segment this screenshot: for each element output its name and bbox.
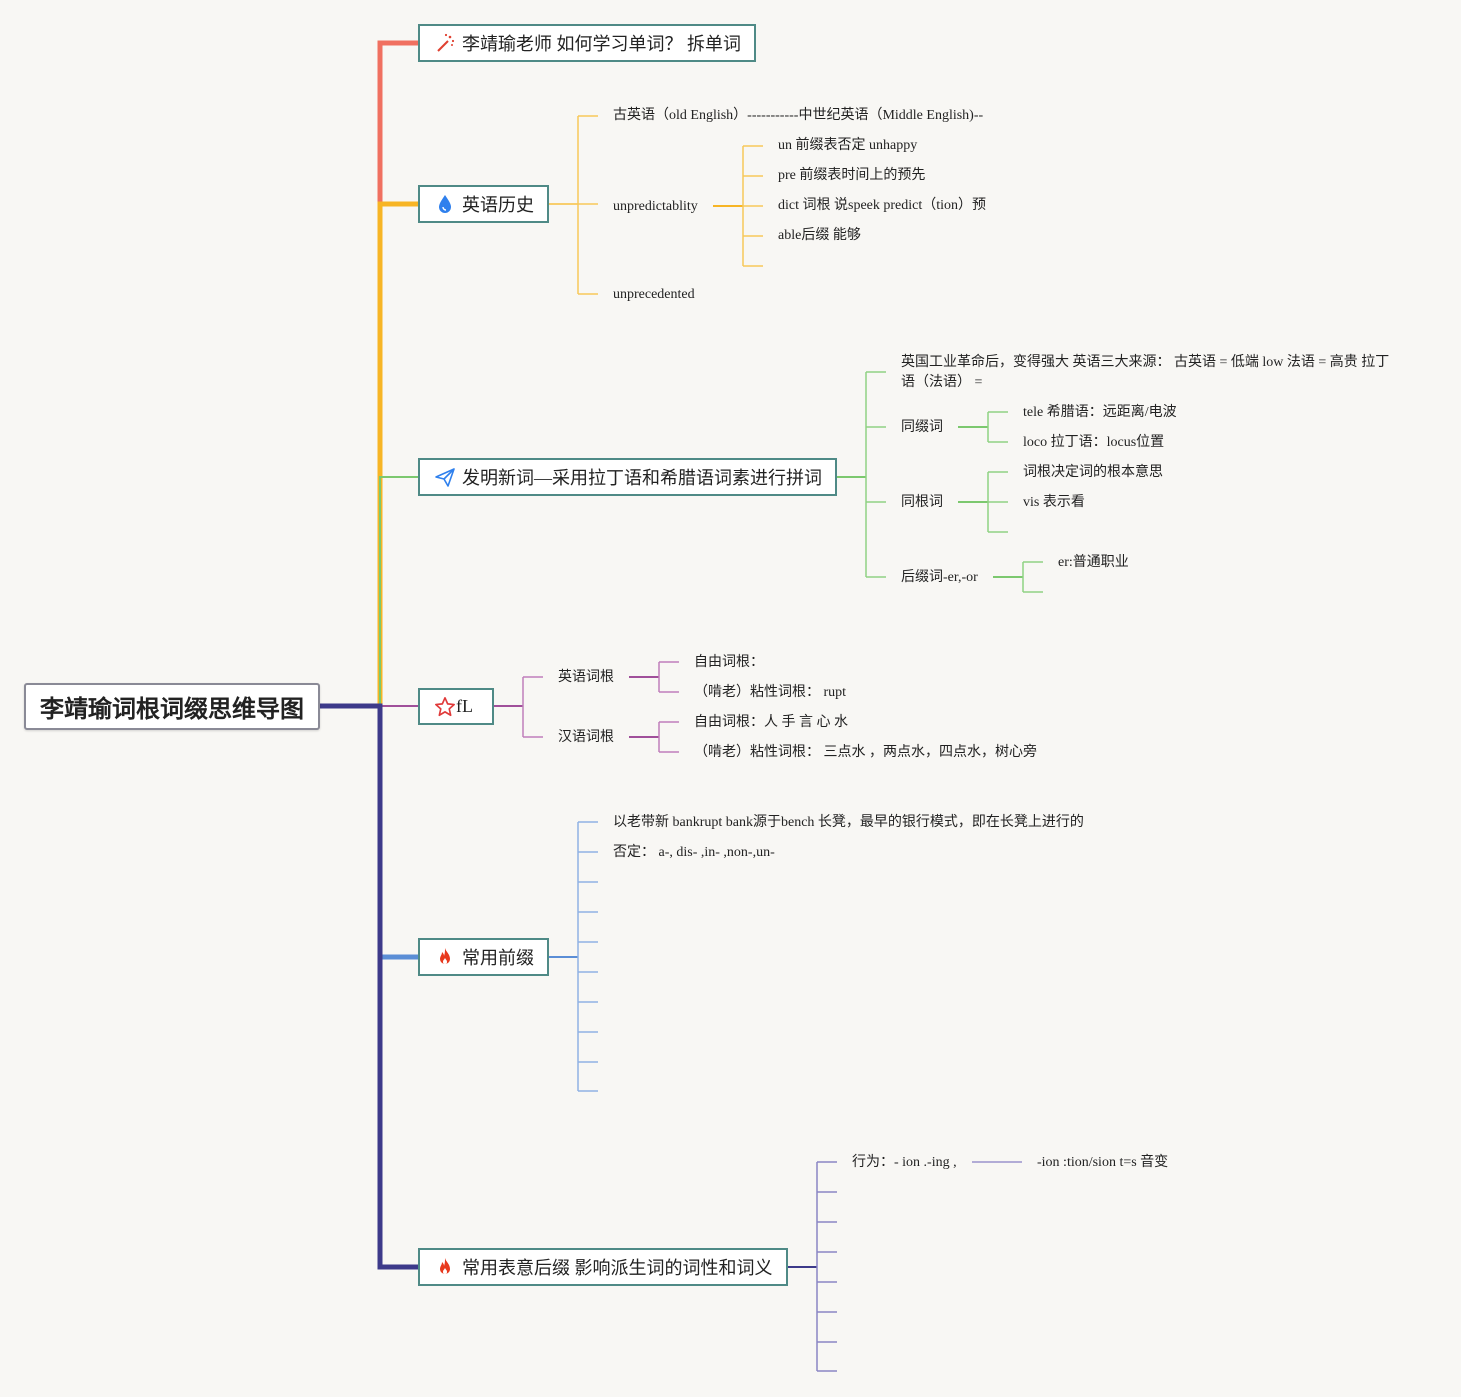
branch-3-label: 发明新词—采用拉丁语和希腊语词素进行拼词 xyxy=(462,468,822,488)
connector-branch-5 xyxy=(377,703,421,960)
history-item-2[interactable]: unpredictablity xyxy=(613,199,698,214)
branch-6-topic[interactable]: 常用表意后缀 影响派生词的词性和词义 xyxy=(418,1248,788,1286)
english-sources-note[interactable]: 英国工业革命后，变得强大 英语三大来源： 古英语 = 低端 low 法语 = 高… xyxy=(901,355,1390,390)
houzhui-item-1[interactable]: er:普通职业 xyxy=(1058,555,1129,570)
fire-icon xyxy=(440,948,450,964)
water-drop-icon xyxy=(439,195,451,213)
tongzhui-item-2[interactable]: loco 拉丁语：locus位置 xyxy=(1023,435,1165,450)
branch-3-topic[interactable]: 发明新词—采用拉丁语和希腊语词素进行拼词 xyxy=(418,458,837,496)
branch-4-subtree-lines xyxy=(493,661,679,753)
fire-icon xyxy=(440,1258,450,1274)
branch-3-subtree-lines xyxy=(836,371,1043,593)
branch-2-subtree-lines xyxy=(548,115,763,295)
suffix-item-1[interactable]: 行为：- ion .-ing , xyxy=(852,1155,957,1170)
branch-4-label: fL xyxy=(456,696,473,716)
unpredictablity-part-2[interactable]: pre 前缀表时间上的预先 xyxy=(778,168,926,183)
english-roots-topic[interactable]: 英语词根 xyxy=(558,670,614,685)
english-roots-item-2[interactable]: （啃老）粘性词根： rupt xyxy=(694,685,847,700)
english-roots-item-1[interactable]: 自由词根： xyxy=(694,655,764,670)
tonggen-topic[interactable]: 同根词 xyxy=(901,495,943,510)
chinese-roots-item-2[interactable]: （啃老）粘性词根： 三点水 ，两点水，四点水，树心旁 xyxy=(694,745,1037,760)
unpredictablity-part-3[interactable]: dict 词根 说speek predict（tion）预 xyxy=(778,198,987,213)
prefix-item-2[interactable]: 否定： a-, dis- ,in- ,non-,un- xyxy=(613,845,775,860)
magic-wand-icon xyxy=(437,33,455,52)
connector-branch-2 xyxy=(377,201,421,709)
branch-6-label: 常用表意后缀 影响派生词的词性和词义 xyxy=(462,1258,773,1278)
trunk-lines xyxy=(317,40,421,1270)
connector-branch-1 xyxy=(377,40,421,709)
unpredictablity-part-4[interactable]: able后缀 能够 xyxy=(778,228,861,243)
connector-branch-6 xyxy=(317,703,421,1270)
branch-4-topic[interactable]: fL xyxy=(418,688,494,725)
branch-5-topic[interactable]: 常用前缀 xyxy=(418,938,549,976)
branch-1-topic[interactable]: 李靖瑜老师 如何学习单词？ 拆单词 xyxy=(418,24,756,62)
tongzhui-topic[interactable]: 同缀词 xyxy=(901,420,943,435)
houzhui-topic[interactable]: 后缀词-er,-or xyxy=(901,570,978,585)
tonggen-item-1[interactable]: 词根决定词的根本意思 xyxy=(1023,465,1163,480)
chinese-roots-topic[interactable]: 汉语词根 xyxy=(558,730,614,745)
star-icon xyxy=(435,696,455,716)
prefix-item-1[interactable]: 以老带新 bankrupt bank源于bench 长凳，最早的银行模式，即在长… xyxy=(613,815,1084,830)
chinese-roots-item-1[interactable]: 自由词根：人 手 言 心 水 xyxy=(694,715,848,730)
tonggen-item-2[interactable]: vis 表示看 xyxy=(1023,495,1085,510)
branch-1-label: 李靖瑜老师 如何学习单词？ 拆单词 xyxy=(462,34,741,54)
branch-5-subtree-lines xyxy=(548,821,598,1092)
branch-2-label: 英语历史 xyxy=(462,195,534,215)
branch-5-label: 常用前缀 xyxy=(462,948,534,968)
branch-6-subtree-lines xyxy=(787,1161,1022,1372)
unpredictablity-part-1[interactable]: un 前缀表否定 unhappy xyxy=(778,138,918,153)
suffix-subitem-1[interactable]: -ion :tion/sion t=s 音变 xyxy=(1037,1155,1169,1170)
branch-2-topic[interactable]: 英语历史 xyxy=(418,185,549,223)
history-item-1[interactable]: 古英语（old English）-----------中世纪英语（Middle … xyxy=(613,108,984,123)
tongzhui-item-1[interactable]: tele 希腊语：远距离/电波 xyxy=(1023,405,1177,420)
paper-plane-icon xyxy=(435,468,455,487)
root-topic-label: 李靖瑜词根词缀思维导图 xyxy=(40,697,304,723)
root-topic[interactable]: 李靖瑜词根词缀思维导图 xyxy=(24,683,320,730)
history-item-3[interactable]: unprecedented xyxy=(613,287,695,302)
connector-branch-3 xyxy=(379,476,419,707)
